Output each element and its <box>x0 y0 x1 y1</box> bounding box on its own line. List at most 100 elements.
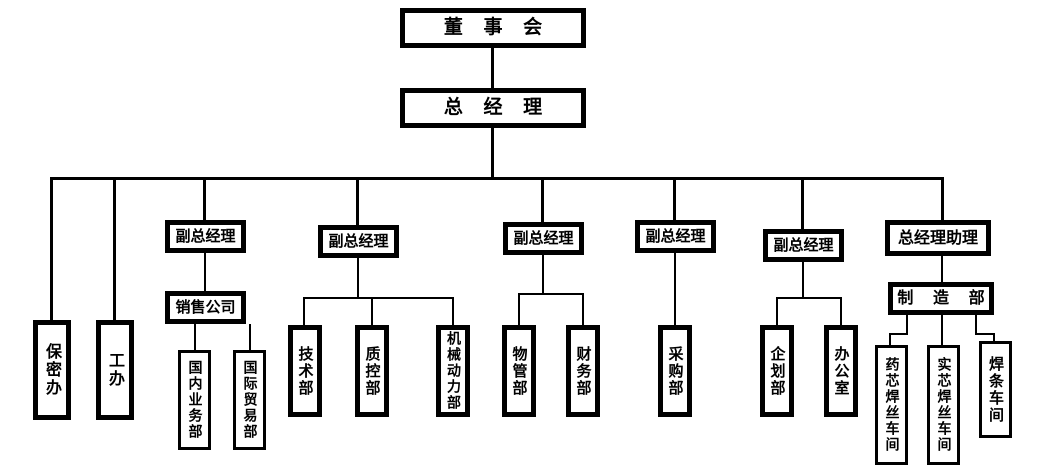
node-finance-dept-frame: 财务部 <box>569 328 597 414</box>
node-vice-general-manager-5-frame: 副总经理 <box>766 232 841 259</box>
node-sales-company-frame: 销售公司 <box>168 294 243 321</box>
node-vice-general-manager-1[interactable]: 副总经理 <box>165 220 246 253</box>
node-general-manager[interactable]: 总 经 理 <box>400 88 586 128</box>
node-labor-office-frame: 工办 <box>99 323 131 417</box>
node-electrode-workshop-label: 焊条车间 <box>987 355 1005 424</box>
node-security-office[interactable]: 保密办 <box>33 320 71 420</box>
subbar-vgm3 <box>518 293 584 295</box>
node-vice-general-manager-5-label: 副总经理 <box>773 235 834 254</box>
node-vice-general-manager-4[interactable]: 副总经理 <box>635 220 716 253</box>
node-domestic-business-dept-label: 国内业务部 <box>186 360 203 440</box>
node-quality-control-dept-label: 质控部 <box>363 345 382 397</box>
edge-bus-to-vgm1 <box>203 177 206 220</box>
node-international-trade-dept-frame: 国际贸易部 <box>236 353 263 447</box>
node-material-management-dept-label: 物管部 <box>510 345 529 397</box>
edge-bus-to-security-office <box>50 177 53 320</box>
node-international-trade-dept[interactable]: 国际贸易部 <box>233 350 266 450</box>
node-technology-dept-label: 技术部 <box>296 345 315 397</box>
edge-vgm5-to-subbar <box>802 262 804 299</box>
edge-bus-to-gm-assistant <box>941 177 944 220</box>
node-mechanical-power-dept-label: 机械动力部 <box>445 331 461 411</box>
node-sales-company[interactable]: 销售公司 <box>165 291 246 324</box>
node-board-of-directors[interactable]: 董 事 会 <box>400 8 586 48</box>
edge-sales-to-international-trade <box>249 324 251 350</box>
node-general-manager-assistant-label: 总经理助理 <box>897 227 978 247</box>
node-solid-wire-workshop-frame: 实芯焊丝车间 <box>930 348 957 462</box>
node-international-trade-dept-label: 国际贸易部 <box>241 360 258 440</box>
node-planning-dept-label: 企划部 <box>768 345 787 397</box>
node-general-office[interactable]: 办公室 <box>824 325 858 417</box>
node-quality-control-dept-frame: 质控部 <box>358 328 386 414</box>
subbar-vgm2 <box>303 297 454 299</box>
edge-subbar-to-quality-control-dept <box>371 297 373 325</box>
node-planning-dept[interactable]: 企划部 <box>760 325 794 417</box>
edge-bus-to-vgm4 <box>673 177 676 220</box>
node-purchasing-dept[interactable]: 采购部 <box>658 325 692 417</box>
node-vice-general-manager-5[interactable]: 副总经理 <box>763 229 844 262</box>
edge-manufacturing-right-drop <box>975 315 977 335</box>
node-manufacturing-dept[interactable]: 制 造 部 <box>888 282 994 315</box>
node-vice-general-manager-4-frame: 副总经理 <box>638 223 713 250</box>
node-general-office-frame: 办公室 <box>827 328 855 414</box>
node-solid-wire-workshop[interactable]: 实芯焊丝车间 <box>927 345 960 465</box>
edge-manufacturing-left-elbow <box>889 333 908 335</box>
node-labor-office[interactable]: 工办 <box>96 320 134 420</box>
node-board-of-directors-label: 董 事 会 <box>443 16 550 39</box>
edge-sales-to-domestic-business <box>194 324 196 350</box>
edge-manufacturing-right-elbow <box>975 333 995 335</box>
node-general-manager-assistant-frame: 总经理助理 <box>888 223 988 253</box>
node-mechanical-power-dept-frame: 机械动力部 <box>439 328 467 414</box>
node-technology-dept[interactable]: 技术部 <box>288 325 322 417</box>
node-security-office-frame: 保密办 <box>36 323 68 417</box>
node-flux-cored-wire-workshop-frame: 药芯焊丝车间 <box>878 348 905 462</box>
node-material-management-dept-frame: 物管部 <box>505 328 533 414</box>
node-board-of-directors-frame: 董 事 会 <box>403 11 583 45</box>
node-finance-dept[interactable]: 财务部 <box>566 325 600 417</box>
node-material-management-dept[interactable]: 物管部 <box>502 325 536 417</box>
node-flux-cored-wire-workshop-label: 药芯焊丝车间 <box>883 357 900 453</box>
node-general-manager-frame: 总 经 理 <box>403 91 583 125</box>
bus-bar-level3 <box>50 177 944 180</box>
node-general-office-label: 办公室 <box>832 345 851 397</box>
node-vice-general-manager-1-label: 副总经理 <box>175 226 236 245</box>
edge-vgm3-to-subbar <box>542 255 544 295</box>
node-vice-general-manager-2-label: 副总经理 <box>328 231 389 250</box>
edge-manufacturing-left-drop <box>906 315 908 335</box>
node-vice-general-manager-2[interactable]: 副总经理 <box>318 225 399 258</box>
edge-vgm2-to-subbar <box>357 258 359 299</box>
node-quality-control-dept[interactable]: 质控部 <box>355 325 389 417</box>
node-electrode-workshop-frame: 焊条车间 <box>982 344 1009 435</box>
edge-bus-to-labor-office <box>113 177 116 320</box>
node-purchasing-dept-frame: 采购部 <box>661 328 689 414</box>
node-vice-general-manager-3-label: 副总经理 <box>513 228 574 247</box>
edge-bus-to-vgm2 <box>356 177 359 225</box>
node-vice-general-manager-3[interactable]: 副总经理 <box>503 222 584 255</box>
node-purchasing-dept-label: 采购部 <box>666 345 685 397</box>
edge-gm-to-bus <box>491 128 494 179</box>
node-mechanical-power-dept[interactable]: 机械动力部 <box>436 325 470 417</box>
node-sales-company-label: 销售公司 <box>175 297 236 316</box>
edge-subbar-to-material-mgmt-dept <box>518 293 520 325</box>
edge-vgm1-to-sales-company <box>204 253 206 291</box>
node-domestic-business-dept[interactable]: 国内业务部 <box>178 350 211 450</box>
node-manufacturing-dept-frame: 制 造 部 <box>891 285 991 312</box>
node-vice-general-manager-3-frame: 副总经理 <box>506 225 581 252</box>
node-domestic-business-dept-frame: 国内业务部 <box>181 353 208 447</box>
edge-manufacturing-to-solid-wire-shop <box>941 315 943 345</box>
node-general-manager-assistant[interactable]: 总经理助理 <box>885 220 991 256</box>
edge-bus-to-vgm3 <box>541 177 544 222</box>
edge-subbar-to-finance-dept <box>582 293 584 325</box>
edge-bus-to-vgm5 <box>801 177 804 229</box>
edge-manufacturing-to-electrode-shop <box>993 333 995 341</box>
node-finance-dept-label: 财务部 <box>574 345 593 397</box>
node-flux-cored-wire-workshop[interactable]: 药芯焊丝车间 <box>875 345 908 465</box>
node-technology-dept-frame: 技术部 <box>291 328 319 414</box>
edge-board-to-gm <box>491 48 494 88</box>
node-vice-general-manager-2-frame: 副总经理 <box>321 228 396 255</box>
node-labor-office-label: 工办 <box>106 352 125 388</box>
edge-subbar-to-technology-dept <box>303 297 305 325</box>
node-manufacturing-dept-label: 制 造 部 <box>897 288 992 308</box>
node-planning-dept-frame: 企划部 <box>763 328 791 414</box>
node-electrode-workshop[interactable]: 焊条车间 <box>979 341 1012 438</box>
node-solid-wire-workshop-label: 实芯焊丝车间 <box>935 357 952 453</box>
